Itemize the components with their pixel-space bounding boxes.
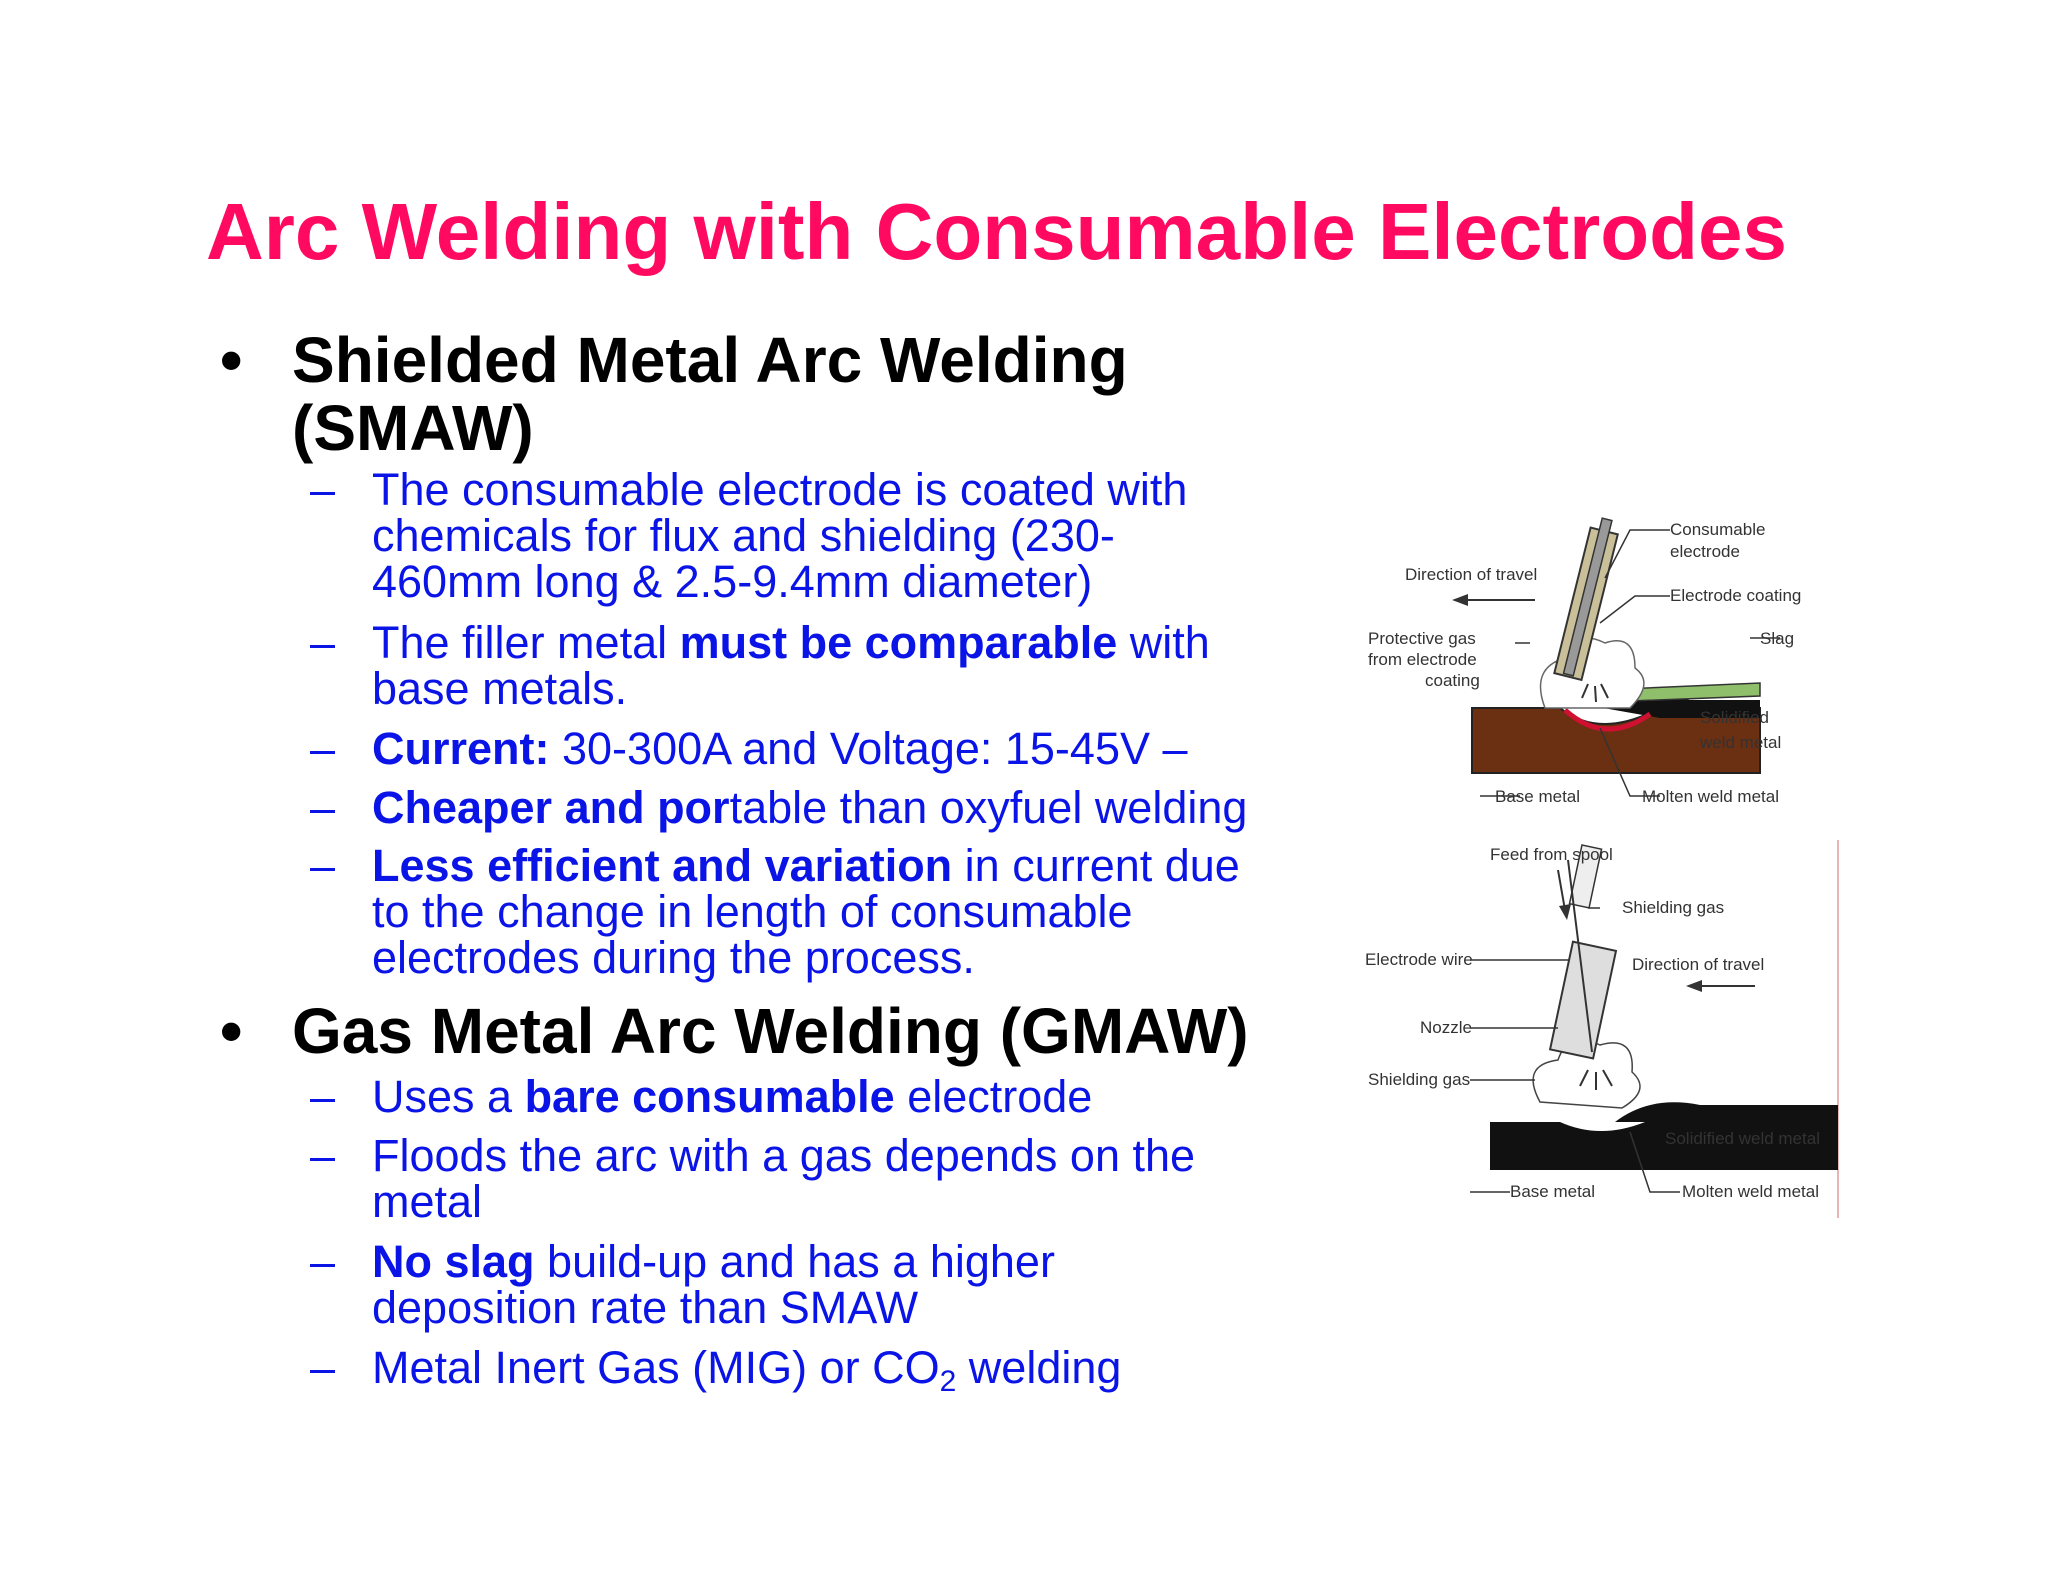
bold-text: bare consumable xyxy=(524,1071,895,1122)
dash: – xyxy=(310,1236,336,1287)
label-molten-weld-metal: Molten weld metal xyxy=(1682,1182,1819,1201)
smaw-item-3-line1: Current: 30-300A and Voltage: 15-45V – xyxy=(372,726,1188,772)
subscript: 2 xyxy=(939,1365,957,1398)
label-solidified: Solidified xyxy=(1700,708,1769,727)
bold-text: Current: xyxy=(372,723,550,774)
smaw-heading-line1: Shielded Metal Arc Welding xyxy=(292,324,1128,396)
label-coating: coating xyxy=(1425,671,1480,690)
bold-text: Less efficient and variation xyxy=(372,840,953,891)
label-weld-metal: weld metal xyxy=(1699,733,1781,752)
smaw-item-5-line3: electrodes during the process. xyxy=(372,932,975,983)
gmaw-diagram: Feed from spool Shielding gas Electrode … xyxy=(1365,840,1839,1218)
text-part: table than oxyfuel welding xyxy=(729,782,1248,833)
label-protective-gas: Protective gas xyxy=(1368,629,1476,648)
smaw-item-5-line2: to the change in length of consumable xyxy=(372,886,1133,937)
label-nozzle: Nozzle xyxy=(1420,1018,1472,1037)
text-part: with xyxy=(1117,617,1210,668)
label-shielding-gas: Shielding gas xyxy=(1368,1070,1470,1089)
smaw-item-1-line2: chemicals for flux and shielding (230- xyxy=(372,510,1115,561)
label-electrode: electrode xyxy=(1670,542,1740,561)
dash: – xyxy=(310,840,336,891)
gmaw-heading-text: Gas Metal Arc Welding (GMAW) xyxy=(292,995,1249,1067)
gmaw-item-3-line2: deposition rate than SMAW xyxy=(372,1282,919,1333)
dash: – xyxy=(310,617,336,668)
smaw-heading-line2: (SMAW) xyxy=(292,392,534,464)
label-slag: Slag xyxy=(1760,629,1794,648)
bold-text: must be comparable xyxy=(679,617,1118,668)
smaw-item-1-line1: The consumable electrode is coated with xyxy=(372,464,1188,515)
smaw-item-5-line1: Less efficient and variation in current … xyxy=(372,843,1240,889)
label-from-electrode: from electrode xyxy=(1368,650,1477,669)
gmaw-item-1-line1: Uses a bare consumable electrode xyxy=(372,1074,1092,1120)
label-shielding-gas-top: Shielding gas xyxy=(1622,898,1724,917)
dash: – xyxy=(310,782,336,833)
gmaw-item-2-line2: metal xyxy=(372,1176,483,1227)
text-part: Uses a xyxy=(372,1071,525,1122)
text-part: The filler metal xyxy=(372,617,680,668)
label-electrode-coating: Electrode coating xyxy=(1670,586,1801,605)
text-part: in current due xyxy=(952,840,1240,891)
dash: – xyxy=(310,723,336,774)
label-direction-of-travel: Direction of travel xyxy=(1632,955,1764,974)
text-part: 30-300A and Voltage: 15-45V – xyxy=(549,723,1188,774)
label-direction-of-travel: Direction of travel xyxy=(1405,565,1537,584)
label-feed-from-spool: Feed from spool xyxy=(1490,845,1613,864)
dash: – xyxy=(310,1342,336,1393)
gmaw-item-2-line1: Floods the arc with a gas depends on the xyxy=(372,1130,1196,1181)
text-part: Metal Inert Gas (MIG) or CO xyxy=(372,1342,940,1393)
smaw-diagram: Consumable electrode Direction of travel… xyxy=(1368,517,1801,806)
label-molten-weld-metal: Molten weld metal xyxy=(1642,787,1779,806)
label-base-metal: Base metal xyxy=(1510,1182,1595,1201)
label-solidified-weld-metal: Solidified weld metal xyxy=(1665,1129,1820,1148)
text-part: electrode xyxy=(894,1071,1093,1122)
gmaw-item-3-line1: No slag build-up and has a higher xyxy=(372,1239,1055,1285)
text-part: build-up and has a higher xyxy=(534,1236,1055,1287)
bold-text: No slag xyxy=(372,1236,535,1287)
smaw-item-2-line1: The filler metal must be comparable with xyxy=(372,620,1210,666)
bold-text: Cheaper and por xyxy=(372,782,730,833)
dash: – xyxy=(310,1071,336,1122)
text-part: welding xyxy=(956,1342,1122,1393)
dash: – xyxy=(310,1130,336,1181)
bullet: • xyxy=(220,324,243,396)
smaw-item-2-line2: base metals. xyxy=(372,663,628,714)
smaw-item-4-line1: Cheaper and portable than oxyfuel weldin… xyxy=(372,785,1247,831)
smaw-item-1-line3: 460mm long & 2.5-9.4mm diameter) xyxy=(372,556,1093,607)
label-base-metal: Base metal xyxy=(1495,787,1580,806)
slide-title: Arc Welding with Consumable Electrodes xyxy=(206,187,1788,276)
dash: – xyxy=(310,464,336,515)
gmaw-item-4-line1: Metal Inert Gas (MIG) or CO2 welding xyxy=(372,1345,1121,1405)
label-electrode-wire: Electrode wire xyxy=(1365,950,1473,969)
label-consumable: Consumable xyxy=(1670,520,1765,539)
bullet: • xyxy=(220,995,243,1067)
